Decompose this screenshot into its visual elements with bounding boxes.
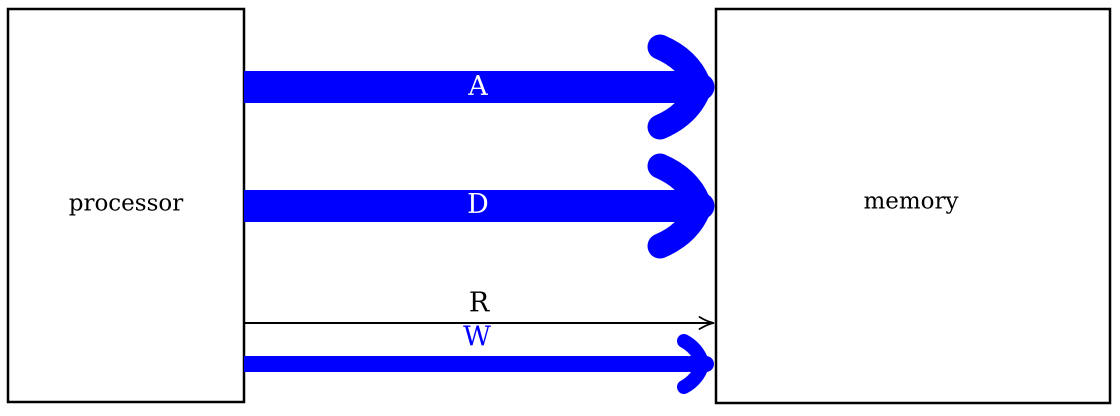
memory-box xyxy=(714,7,1112,405)
memory-node: memory xyxy=(714,7,1112,405)
read-signal-arrowhead xyxy=(698,316,715,330)
address-bus-label: A xyxy=(467,71,488,102)
read-signal-arrow: R xyxy=(244,288,715,330)
write-signal-arrowhead-lower-wing xyxy=(677,359,709,394)
processor-label: processor xyxy=(69,191,184,217)
write-signal-shaft xyxy=(244,356,688,372)
write-signal-arrow: W xyxy=(244,322,714,394)
data-bus-label: D xyxy=(467,189,489,220)
data-bus-shaft xyxy=(244,190,678,222)
read-signal-label: R xyxy=(469,288,490,319)
address-bus-shaft xyxy=(244,71,678,103)
data-bus-arrow: D xyxy=(244,153,715,259)
data-bus-arrowhead-lower-wing xyxy=(647,197,711,259)
memory-label: memory xyxy=(863,189,958,215)
address-bus-arrowhead-lower-wing xyxy=(647,78,711,140)
write-signal-label: W xyxy=(463,322,491,353)
processor-box xyxy=(6,7,246,404)
address-bus-arrow: A xyxy=(244,34,715,140)
processor-node: processor xyxy=(6,7,246,404)
